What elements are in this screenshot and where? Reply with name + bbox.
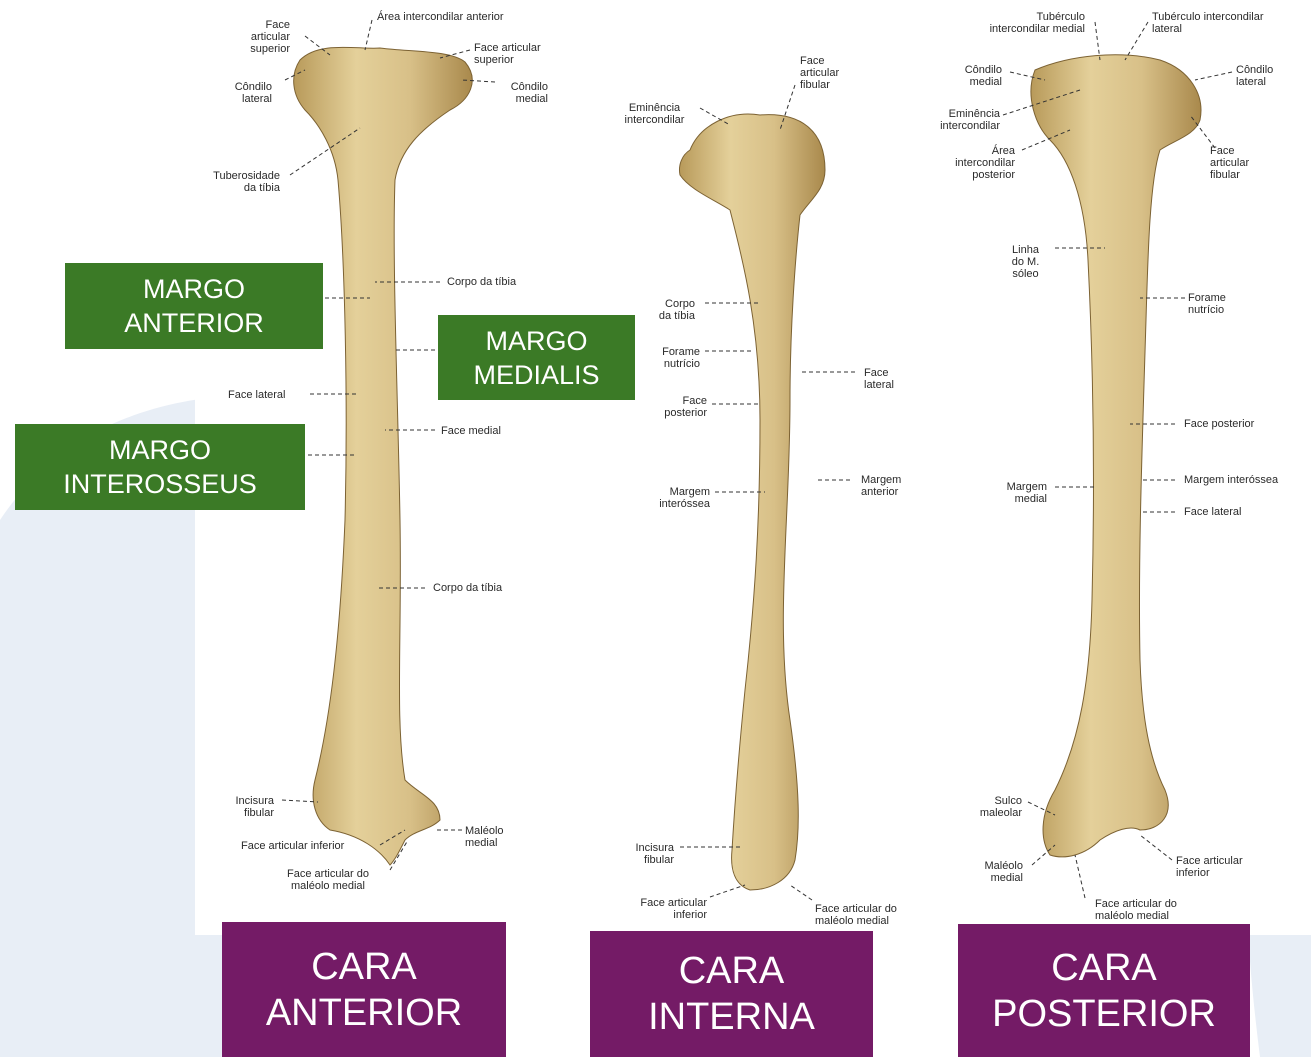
- label-face-articular-fibular: Face articular fibular: [800, 55, 870, 91]
- margo-interosseus-box: MARGO INTEROSSEUS: [15, 424, 305, 510]
- label-incisura-fibular: Incisura fibular: [212, 795, 274, 819]
- caption-cara-anterior: CARA ANTERIOR: [222, 922, 506, 1057]
- label-face-articular-maleolo-interna: Face articular do maléolo medial: [815, 903, 935, 927]
- label-condilo-medial-post: Côndilo medial: [942, 64, 1002, 88]
- label-face-articular-fibular-post: Face articular fibular: [1210, 145, 1270, 181]
- label-margem-medial: Margem medial: [985, 481, 1047, 505]
- label-face-articular-superior: Face articular superior: [228, 19, 290, 55]
- label-face-articular-inferior-interna: Face articular inferior: [612, 897, 707, 921]
- label-face-lateral: Face lateral: [228, 389, 318, 401]
- label-area-intercondilar-anterior: Área intercondilar anterior: [377, 11, 557, 23]
- label-margem-interossea: Margem interóssea: [635, 486, 710, 510]
- label-area-intercondilar-posterior: Área intercondilar posterior: [925, 145, 1015, 181]
- label-maleolo-medial-post: Maléolo medial: [965, 860, 1023, 884]
- tibia-posterior-bone: [1031, 55, 1201, 857]
- label-face-posterior-post: Face posterior: [1184, 418, 1294, 430]
- label-tuberculo-intercondilar-medial: Tubérculo intercondilar medial: [955, 11, 1085, 35]
- label-condilo-lateral: Côndilo lateral: [212, 81, 272, 105]
- label-linha-soleo: Linha do M. sóleo: [998, 244, 1053, 280]
- label-eminencia-intercondilar: Eminência intercondilar: [612, 102, 697, 126]
- label-face-articular-maleolo-post: Face articular do maléolo medial: [1095, 898, 1215, 922]
- label-face-articular-maleolo: Face articular do maléolo medial: [268, 868, 388, 892]
- label-condilo-medial: Côndilo medial: [488, 81, 548, 105]
- caption-cara-interna: CARA INTERNA: [590, 931, 873, 1057]
- label-sulco-maleolar: Sulco maleolar: [958, 795, 1022, 819]
- caption-cara-posterior: CARA POSTERIOR: [958, 924, 1250, 1057]
- label-face-lateral-interna: Face lateral: [864, 367, 924, 391]
- label-eminencia-intercondilar-post: Eminência intercondilar: [912, 108, 1000, 132]
- label-condilo-lateral-post: Côndilo lateral: [1236, 64, 1296, 88]
- label-forame-nutricio: Forame nutrício: [640, 346, 700, 370]
- label-face-articular-superior-right: Face articular superior: [474, 42, 574, 66]
- label-corpo-tibia-2: Corpo da tíbia: [433, 582, 543, 594]
- label-corpo-tibia-1: Corpo da tíbia: [447, 276, 557, 288]
- label-corpo-da-tibia: Corpo da tíbia: [640, 298, 695, 322]
- label-face-lateral-post: Face lateral: [1184, 506, 1274, 518]
- label-incisura-fibular-interna: Incisura fibular: [612, 842, 674, 866]
- label-face-articular-inferior: Face articular inferior: [241, 840, 381, 852]
- label-face-medial: Face medial: [441, 425, 531, 437]
- label-tuberosidade: Tuberosidade da tíbia: [210, 170, 280, 194]
- label-face-articular-inferior-post: Face articular inferior: [1176, 855, 1276, 879]
- label-margem-anterior: Margem anterior: [861, 474, 931, 498]
- label-maleolo-medial: Maléolo medial: [465, 825, 525, 849]
- tibia-anterior-bone: [294, 47, 473, 865]
- label-face-posterior: Face posterior: [645, 395, 707, 419]
- label-tuberculo-intercondilar-lateral: Tubérculo intercondilar lateral: [1152, 11, 1302, 35]
- label-forame-nutricio-post: Forame nutrício: [1188, 292, 1248, 316]
- margo-anterior-box: MARGO ANTERIOR: [65, 263, 323, 349]
- margo-medialis-box: MARGO MEDIALIS: [438, 315, 635, 400]
- label-margem-interossea-post: Margem interóssea: [1184, 474, 1309, 486]
